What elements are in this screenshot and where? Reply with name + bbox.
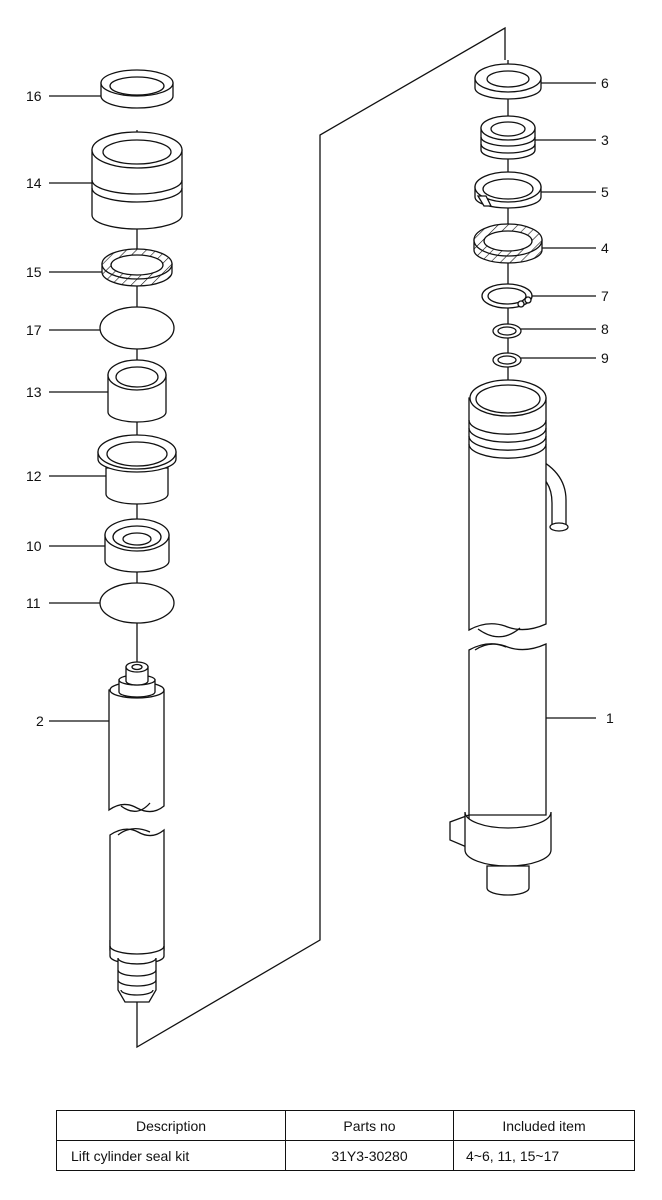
label-15: 15 bbox=[26, 264, 42, 280]
exploded-parts-diagram: 16 14 15 17 13 12 10 11 2 bbox=[26, 26, 614, 1049]
left-leader-lines bbox=[49, 95, 109, 722]
part-17-o-ring bbox=[99, 306, 175, 350]
part-12-flanged-bushing bbox=[97, 434, 177, 505]
part-13-bushing bbox=[107, 359, 167, 423]
label-11: 11 bbox=[26, 595, 41, 611]
table-header-row: Description Parts no Included item bbox=[56, 1110, 635, 1141]
label-14: 14 bbox=[26, 175, 42, 191]
table-row: Lift cylinder seal kit 31Y3-30280 4~6, 1… bbox=[56, 1140, 635, 1171]
label-9: 9 bbox=[601, 350, 609, 366]
header-parts-no: Parts no bbox=[285, 1110, 454, 1141]
label-16: 16 bbox=[26, 88, 42, 104]
label-7: 7 bbox=[601, 288, 609, 304]
header-included-item: Included item bbox=[453, 1110, 635, 1141]
part-2-piston-rod bbox=[108, 661, 165, 813]
header-description: Description bbox=[56, 1110, 286, 1141]
label-8: 8 bbox=[601, 321, 609, 337]
cell-included-item: 4~6, 11, 15~17 bbox=[453, 1140, 635, 1171]
label-17: 17 bbox=[26, 322, 42, 338]
assembly-connector-line bbox=[136, 26, 506, 1049]
part-15-backup-ring bbox=[101, 248, 173, 287]
cell-parts-no: 31Y3-30280 bbox=[285, 1140, 454, 1171]
label-10: 10 bbox=[26, 538, 42, 554]
label-13: 13 bbox=[26, 384, 42, 400]
part-16-dust-wiper bbox=[100, 69, 174, 109]
label-2: 2 bbox=[36, 713, 44, 729]
part-5-split-ring bbox=[474, 171, 542, 209]
part-14-rod-cover-gland bbox=[91, 131, 183, 230]
label-1: 1 bbox=[606, 710, 614, 726]
part-1-cylinder-tube-lower bbox=[449, 642, 552, 896]
cell-description: Lift cylinder seal kit bbox=[56, 1140, 286, 1171]
seal-kit-table: Description Parts no Included item Lift … bbox=[56, 1110, 635, 1171]
part-7-snap-ring bbox=[481, 283, 533, 309]
label-3: 3 bbox=[601, 132, 609, 148]
label-4: 4 bbox=[601, 240, 609, 256]
label-6: 6 bbox=[601, 75, 609, 91]
part-9-seal bbox=[492, 352, 522, 368]
part-3-packing bbox=[480, 115, 536, 160]
part-1-cylinder-tube bbox=[468, 379, 569, 638]
part-4-backup-ring bbox=[473, 223, 543, 264]
part-11-o-ring bbox=[99, 582, 175, 624]
part-10-seal-holder bbox=[104, 518, 170, 573]
part-8-seal bbox=[492, 323, 522, 339]
right-leader-lines bbox=[521, 82, 596, 719]
part-6-dust-wiper bbox=[474, 63, 542, 100]
part-2-piston-rod-lower bbox=[109, 828, 165, 1015]
label-12: 12 bbox=[26, 468, 42, 484]
label-5: 5 bbox=[601, 184, 609, 200]
